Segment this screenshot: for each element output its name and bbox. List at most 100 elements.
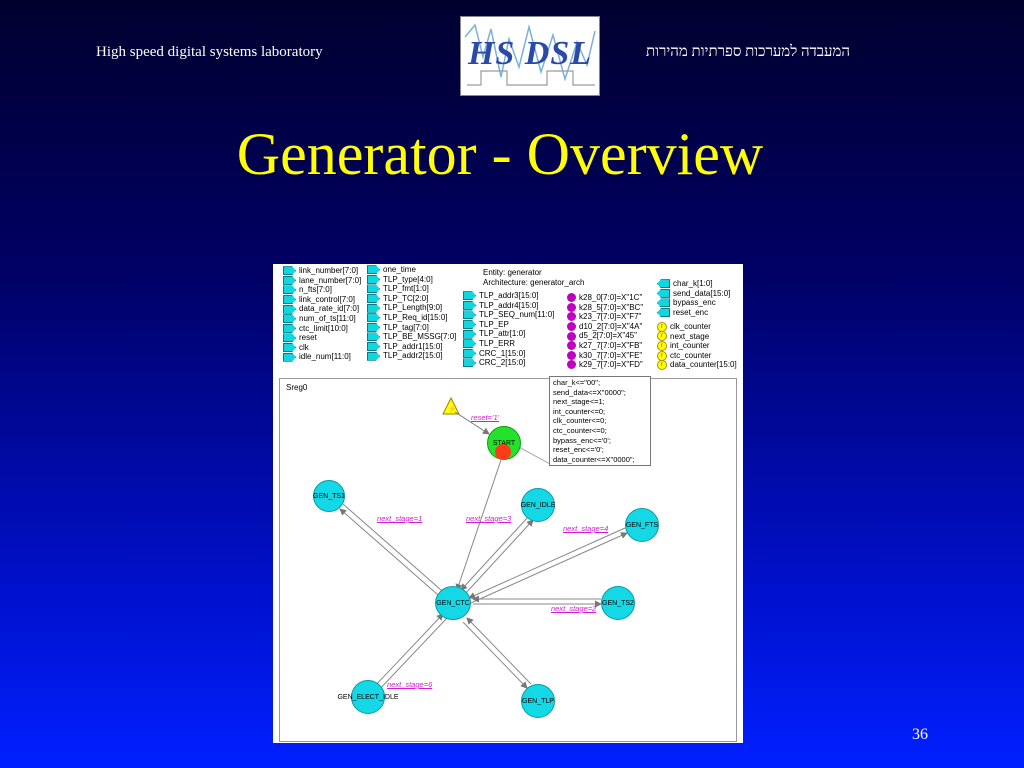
- transition-ns4-label: next_stage=4: [563, 524, 609, 533]
- port-label: TLP_addr1[15:0]: [383, 341, 443, 351]
- port-label: k27_7[7:0]=X"FB": [579, 340, 643, 350]
- port-item: lane_number[7:0]: [283, 276, 361, 286]
- input-port-icon: [367, 342, 380, 352]
- input-port-icon: [283, 285, 296, 295]
- input-port-icon: [367, 303, 380, 313]
- port-label: clk_counter: [670, 322, 711, 331]
- port-item: n_fts[7:0]: [283, 285, 361, 295]
- start-state-actions: char_k<="00";send_data<=X"0000";next_sta…: [549, 376, 651, 467]
- signal-icon: r: [657, 331, 667, 342]
- transition-ns1-label: next_stage=1: [377, 514, 423, 523]
- state-machine-frame: Sreg0: [279, 378, 737, 742]
- input-port-icon: [463, 300, 476, 310]
- port-label: k28_5[7:0]=X"BC": [579, 302, 644, 312]
- port-item: CRC_1[15:0]: [463, 349, 554, 359]
- port-label: next_stage: [670, 331, 710, 341]
- state-gen-ctc[interactable]: GEN_CTC: [435, 586, 471, 620]
- state-gen-idle[interactable]: GEN_IDLE: [521, 488, 555, 522]
- state-gen-tlp[interactable]: GEN_TLP: [521, 684, 555, 718]
- signal-icon: r: [657, 360, 667, 371]
- port-label: TLP_Req_id[15:0]: [383, 312, 448, 322]
- port-label: int_counter: [670, 341, 710, 351]
- port-item: ctc_limit[10:0]: [283, 324, 361, 334]
- port-item: CRC_2[15:0]: [463, 358, 554, 368]
- constant-icon: [567, 350, 576, 360]
- signal-icon: r: [657, 321, 667, 332]
- constant-icon: [567, 341, 576, 351]
- action-line: reset_enc<='0';: [553, 445, 604, 455]
- state-gen-ts1-label: GEN_TS1: [313, 492, 345, 500]
- port-label: TLP_TC[2:0]: [383, 293, 429, 303]
- state-register-label: Sreg0: [286, 383, 308, 392]
- port-item: k23_7[7:0]=X"F7": [567, 312, 643, 322]
- signal-icon: r: [657, 340, 667, 351]
- state-gen-fts-label: GEN_FTS: [625, 521, 659, 529]
- state-gen-elect-idle-label: GEN_ELECT_IDLE: [337, 693, 399, 701]
- port-item: link_control[7:0]: [283, 295, 361, 305]
- entity-info: Entity: generator Architecture: generato…: [483, 268, 584, 288]
- port-label: TLP_addr3[15:0]: [479, 291, 539, 300]
- port-label: n_fts[7:0]: [299, 285, 332, 295]
- port-item: reset: [283, 333, 361, 343]
- header-lab-name: High speed digital systems laboratory: [96, 44, 323, 60]
- port-item: TLP_TC[2:0]: [367, 294, 456, 304]
- port-item: idle_num[11:0]: [283, 352, 361, 362]
- transition-ns3-label: next_stage=3: [466, 514, 512, 523]
- input-port-icon: [463, 348, 476, 358]
- port-label: data_rate_id[7:0]: [299, 304, 360, 314]
- action-line: ctc_counter<=0;: [553, 425, 607, 435]
- port-label: CRC_2[15:0]: [479, 358, 526, 368]
- state-gen-elect-idle[interactable]: GEN_ELECT_IDLE: [337, 680, 399, 714]
- port-label: TLP_addr4[15:0]: [479, 300, 539, 310]
- port-label: TLP_SEQ_num[11:0]: [479, 310, 555, 320]
- port-item: TLP_addr2[15:0]: [367, 351, 456, 361]
- state-gen-ts1[interactable]: GEN_TS1: [313, 480, 345, 512]
- transition-ns2-label: next_stage=2: [551, 604, 597, 613]
- transition-reset-label: reset='1': [471, 413, 500, 422]
- port-item: TLP_BE_MSSG[7:0]: [367, 332, 456, 342]
- constant-icon: [567, 322, 576, 332]
- port-item: data_rate_id[7:0]: [283, 304, 361, 314]
- port-label: num_of_ts[11:0]: [299, 313, 356, 323]
- port-item: TLP_SEQ_num[11:0]: [463, 310, 554, 320]
- state-gen-ts2[interactable]: GEN_TS2: [601, 586, 635, 620]
- output-port-icon: [657, 288, 670, 298]
- port-label: TLP_tag[7:0]: [383, 322, 429, 332]
- output-port-icon: [657, 279, 670, 289]
- state-gen-tlp-label: GEN_TLP: [522, 697, 554, 705]
- port-item: TLP_Req_id[15:0]: [367, 313, 456, 323]
- action-line: clk_counter<=0;: [553, 416, 607, 426]
- port-label: d5_2[7:0]=X"45": [579, 331, 637, 341]
- state-gen-idle-label: GEN_IDLE: [520, 501, 556, 509]
- action-line: next_stage<=1;: [553, 397, 605, 407]
- port-item: bypass_enc: [657, 298, 730, 308]
- output-port-icon: [657, 308, 670, 318]
- port-item: TLP_fmt[1:0]: [367, 284, 456, 294]
- port-item: one_time: [367, 265, 456, 275]
- action-line: bypass_enc<='0';: [553, 435, 611, 445]
- port-label: reset_enc: [673, 307, 709, 317]
- port-label: ctc_limit[10:0]: [299, 323, 348, 333]
- input-port-icon: [367, 351, 380, 361]
- port-label: one_time: [383, 265, 416, 274]
- port-label: d10_2[7:0]=X"4A": [579, 321, 643, 331]
- constants-group: k28_0[7:0]=X"1C"k28_5[7:0]=X"BC"k23_7[7:…: [567, 293, 643, 370]
- port-item: clk: [283, 343, 361, 353]
- port-item: k30_7[7:0]=X"FE": [567, 351, 643, 361]
- port-label: data_counter[15:0]: [670, 360, 737, 370]
- hsdsl-logo: HS DSL: [460, 16, 600, 96]
- port-item: d10_2[7:0]=X"4A": [567, 322, 643, 332]
- start-reset-indicator: [495, 444, 511, 460]
- port-item: k27_7[7:0]=X"FB": [567, 341, 643, 351]
- state-gen-fts[interactable]: GEN_FTS: [625, 508, 659, 542]
- port-item: TLP_addr1[15:0]: [367, 342, 456, 352]
- input-port-icon: [283, 323, 296, 333]
- port-label: ctc_counter: [670, 350, 712, 360]
- transition-ns6-label: next_stage=6: [387, 680, 433, 689]
- input-port-icon: [463, 339, 476, 349]
